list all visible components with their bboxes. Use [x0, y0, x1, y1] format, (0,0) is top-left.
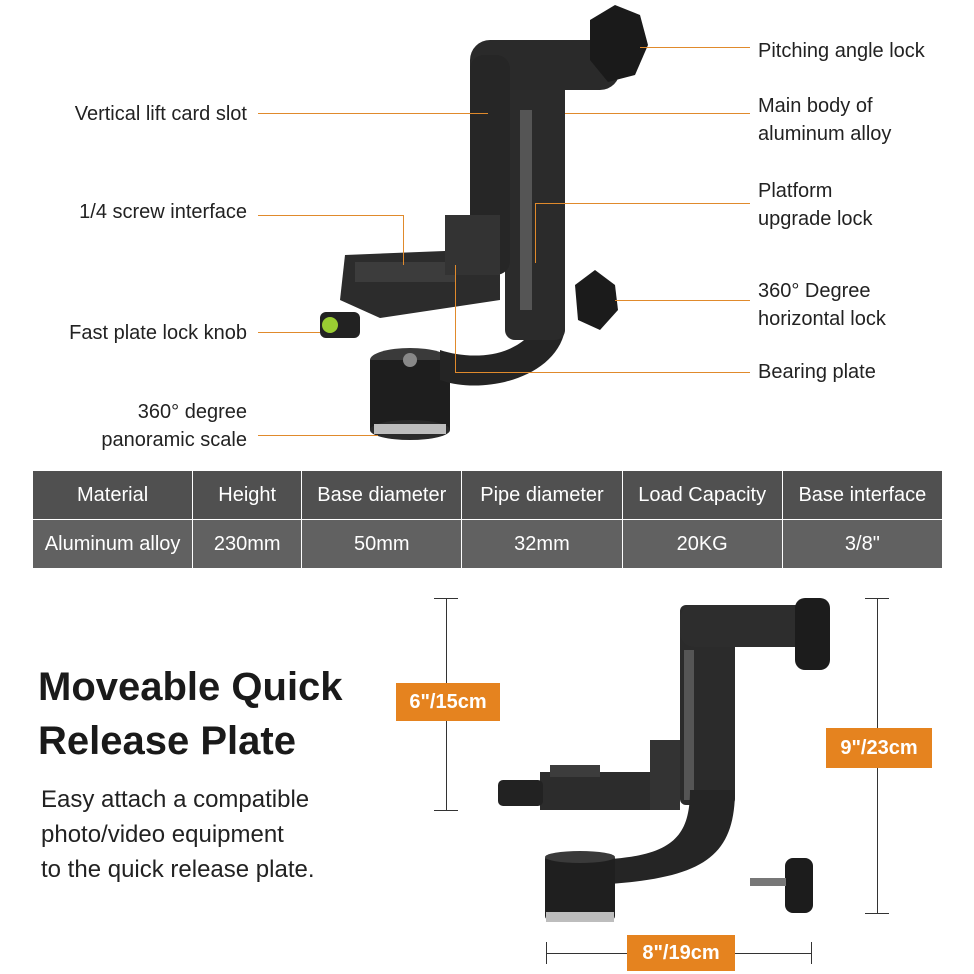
- callout-line-platform-drop: [535, 203, 536, 263]
- callout-main-body-line1: Main body of: [758, 95, 873, 117]
- spec-value-height: 230mm: [192, 519, 303, 569]
- callout-pitching-angle-lock: Pitching angle lock: [758, 40, 925, 62]
- feature-desc-line1: Easy attach a compatible: [41, 786, 310, 813]
- spec-table-value-row: Aluminum alloy 230mm 50mm 32mm 20KG 3/8": [31, 519, 944, 569]
- spec-header-base-interface: Base interface: [781, 470, 944, 520]
- callout-screw-interface: 1/4 screw interface: [79, 201, 247, 223]
- gimbal-head-illustration-top: [320, 5, 648, 440]
- callout-fast-plate: Fast plate lock knob: [69, 322, 247, 344]
- spec-header-base-diameter: Base diameter: [301, 470, 463, 520]
- spec-value-base-diameter: 50mm: [301, 519, 463, 569]
- feature-title: Moveable Quick Release Plate: [38, 660, 343, 768]
- spec-value-base-interface: 3/8": [781, 519, 944, 569]
- spec-header-load-capacity: Load Capacity: [621, 470, 783, 520]
- feature-desc-line2: photo/video equipment: [41, 821, 284, 848]
- spec-header-material: Material: [31, 470, 194, 520]
- callout-line-pitching: [640, 47, 750, 48]
- feature-description: Easy attach a compatible photo/video equ…: [41, 782, 315, 887]
- callout-line-screw-drop: [403, 215, 404, 265]
- feature-title-line1: Moveable Quick: [38, 665, 343, 709]
- feature-desc-line3: to the quick release plate.: [41, 856, 315, 883]
- dim-total-height-badge: 9"/23cm: [826, 728, 932, 768]
- spec-value-material: Aluminum alloy: [31, 519, 194, 569]
- callout-vertical-lift: Vertical lift card slot: [74, 103, 247, 125]
- callout-line-panoramic: [258, 435, 378, 436]
- dim-width-cap-left: [546, 942, 547, 964]
- dim-arm-height-cap-top: [434, 598, 458, 599]
- spec-header-pipe-diameter: Pipe diameter: [461, 470, 623, 520]
- dim-total-height-cap-top: [865, 598, 889, 599]
- spec-value-pipe-diameter: 32mm: [461, 519, 623, 569]
- callout-line-fast-plate: [258, 332, 320, 333]
- spec-table: Material Height Base diameter Pipe diame…: [31, 470, 944, 569]
- dim-arm-height-cap-bottom: [434, 810, 458, 811]
- callout-line-bearing: [455, 372, 750, 373]
- callout-line-platform: [535, 203, 750, 204]
- spec-header-height: Height: [192, 470, 303, 520]
- callout-horizontal-line2: horizontal lock: [758, 308, 886, 330]
- callout-line-bearing-rise: [455, 265, 456, 372]
- callout-line-screw: [258, 215, 403, 216]
- callout-main-body-line2: aluminum alloy: [758, 123, 892, 145]
- callout-horizontal-line1: 360° Degree: [758, 280, 871, 302]
- callout-platform-line1: Platform: [758, 180, 833, 202]
- dim-total-height-cap-bottom: [865, 913, 889, 914]
- callout-panoramic-line2: panoramic scale: [101, 429, 247, 451]
- dim-arm-height-badge: 6"/15cm: [396, 683, 500, 721]
- feature-title-line2: Release Plate: [38, 719, 296, 763]
- callout-platform-line2: upgrade lock: [758, 208, 873, 230]
- callout-bearing-plate: Bearing plate: [758, 361, 876, 383]
- dim-width-badge: 8"/19cm: [627, 935, 735, 971]
- callout-line-horizontal: [615, 300, 750, 301]
- callout-line-vertical-lift: [258, 113, 488, 114]
- callout-line-main-body: [565, 113, 750, 114]
- spec-table-header-row: Material Height Base diameter Pipe diame…: [31, 470, 944, 520]
- spec-value-load-capacity: 20KG: [621, 519, 783, 569]
- dim-width-cap-right: [811, 942, 812, 964]
- callout-panoramic-line1: 360° degree: [137, 401, 247, 423]
